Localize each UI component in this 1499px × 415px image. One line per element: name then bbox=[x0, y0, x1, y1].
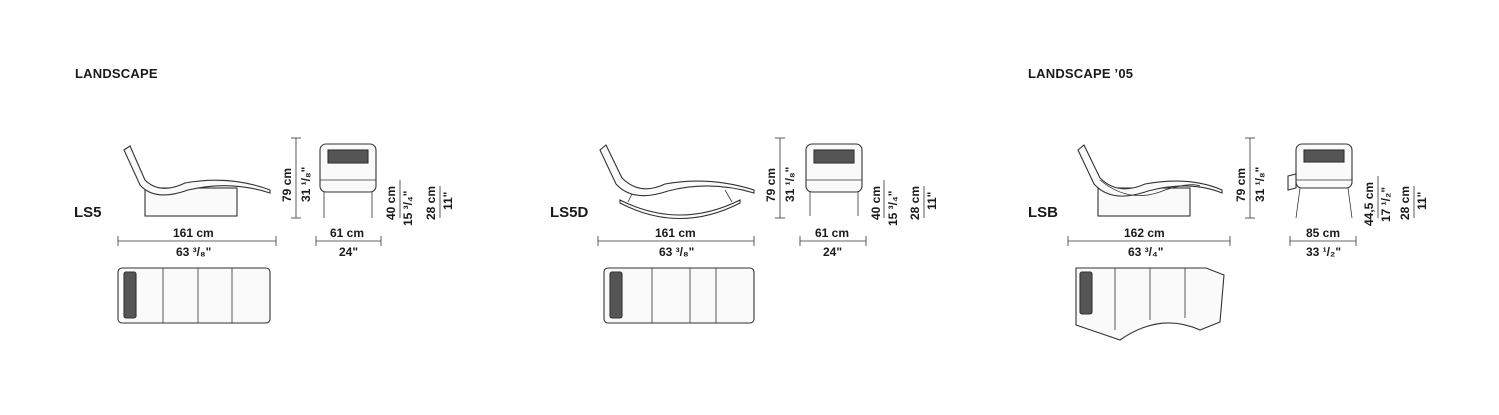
lsb-height-cm: 79 cm bbox=[1234, 167, 1248, 202]
ls5d-arm-cm: 28 cm bbox=[908, 185, 922, 220]
ls5d-length-in: 63 ³/₈" bbox=[659, 245, 695, 259]
lsb-seat-in: 17 ¹/₂" bbox=[1379, 186, 1393, 222]
ls5d-arm-in: 11" bbox=[925, 191, 939, 210]
ls5-front-view bbox=[315, 143, 441, 246]
ls5-arm-in: 11" bbox=[441, 191, 455, 210]
lsb-width-in: 33 ¹/₂" bbox=[1306, 245, 1342, 259]
ls5d-seat-in: 15 ³/₄" bbox=[886, 190, 900, 226]
lsb-seat-cm: 44,5 cm bbox=[1362, 181, 1376, 226]
lsb-side-view bbox=[1077, 144, 1223, 217]
lsb-front-view bbox=[1287, 143, 1415, 246]
ls5-seat-cm: 40 cm bbox=[384, 185, 398, 220]
lsb-height-in: 31 ¹/₈" bbox=[1253, 166, 1267, 202]
ls5-width-cm: 61 cm bbox=[330, 226, 365, 240]
section-title-landscape: LANDSCAPE bbox=[75, 66, 158, 81]
lsb-length-in: 63 ³/₄" bbox=[1128, 245, 1164, 259]
lsb-width-cm: 85 cm bbox=[1306, 226, 1341, 240]
ls5-height-in: 31 ¹/₈" bbox=[299, 166, 313, 202]
model-code-ls5: LS5 bbox=[74, 204, 102, 221]
section-title-landscape-05: LANDSCAPE ’05 bbox=[1028, 66, 1134, 81]
ls5d-height-in: 31 ¹/₈" bbox=[783, 166, 797, 202]
lsb-top-view bbox=[1075, 267, 1225, 341]
ls5d-front-view bbox=[799, 143, 925, 246]
ls5-arm-cm: 28 cm bbox=[424, 185, 438, 220]
ls5d-seat-cm: 40 cm bbox=[869, 185, 883, 220]
ls5d-length-cm: 161 cm bbox=[655, 226, 696, 240]
ls5-seat-in: 15 ³/₄" bbox=[401, 190, 415, 226]
ls5-side-view bbox=[123, 145, 271, 217]
ls5-length-in: 63 ³/₈" bbox=[176, 245, 212, 259]
ls5-width-in: 24" bbox=[339, 245, 359, 259]
model-code-ls5d: LS5D bbox=[550, 204, 589, 221]
model-code-lsb: LSB bbox=[1028, 204, 1058, 221]
lsb-arm-in: 11" bbox=[1415, 191, 1429, 210]
ls5d-height-cm: 79 cm bbox=[764, 167, 778, 202]
ls5d-top-view bbox=[603, 267, 755, 324]
ls5-length-cm: 161 cm bbox=[173, 226, 214, 240]
ls5-height-cm: 79 cm bbox=[280, 167, 294, 202]
ls5-top-view bbox=[117, 267, 271, 324]
lsb-arm-cm: 28 cm bbox=[1398, 185, 1412, 220]
ls5-dimension-lines bbox=[117, 137, 301, 246]
ls5d-width-cm: 61 cm bbox=[815, 226, 850, 240]
lsb-length-cm: 162 cm bbox=[1124, 226, 1165, 240]
ls5d-dimension-lines bbox=[597, 137, 785, 246]
lsb-dimension-lines bbox=[1067, 137, 1255, 246]
ls5d-side-view bbox=[599, 144, 755, 220]
ls5d-width-in: 24" bbox=[823, 245, 843, 259]
